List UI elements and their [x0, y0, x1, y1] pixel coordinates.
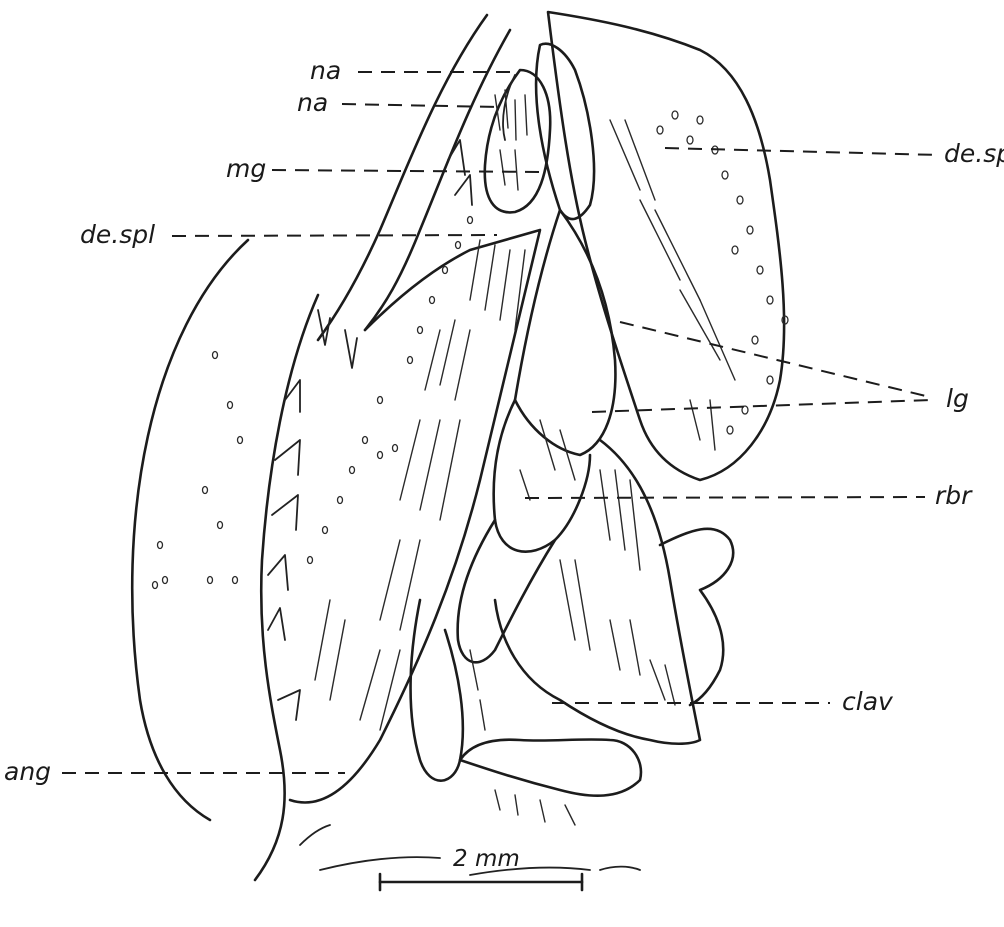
tooth-margin [255, 295, 318, 880]
dentary-body [290, 230, 540, 803]
left-jaw-arc [132, 240, 248, 820]
clavicle-process [660, 529, 733, 705]
leader-mg [272, 170, 545, 172]
label-de-spl-right: de.spl [944, 139, 1004, 168]
leader-lg-upper [620, 322, 930, 397]
leader-de-spl-left [172, 235, 497, 236]
scale-bar-label: 2 mm [453, 846, 520, 872]
angular-lobe [411, 600, 463, 781]
leader-lg-lower [592, 400, 930, 412]
label-clav: clav [842, 687, 894, 716]
lower-trace-4 [300, 825, 330, 845]
labels: na na mg de.spl de.spl lg rbr clav ang [4, 56, 1004, 786]
lower-trace-3 [600, 867, 640, 870]
leader-rbr [525, 497, 925, 498]
branchiostegal-ray-upper [494, 400, 590, 552]
label-mg: mg [226, 154, 266, 183]
lower-fragment [460, 739, 641, 795]
leader-na-lower [342, 104, 498, 107]
label-na-lower: na [297, 88, 328, 117]
teeth [268, 140, 472, 720]
leader-de-spl-right [665, 148, 940, 155]
label-de-spl-left: de.spl [80, 220, 155, 249]
label-ang: ang [4, 757, 51, 786]
label-rbr: rbr [935, 481, 973, 510]
lower-trace-1 [320, 857, 440, 870]
label-lg: lg [946, 384, 969, 413]
lateral-gular [515, 210, 615, 455]
label-na-upper: na [310, 56, 341, 85]
leader-lines [62, 72, 940, 773]
ramus-outer-line [318, 15, 487, 340]
